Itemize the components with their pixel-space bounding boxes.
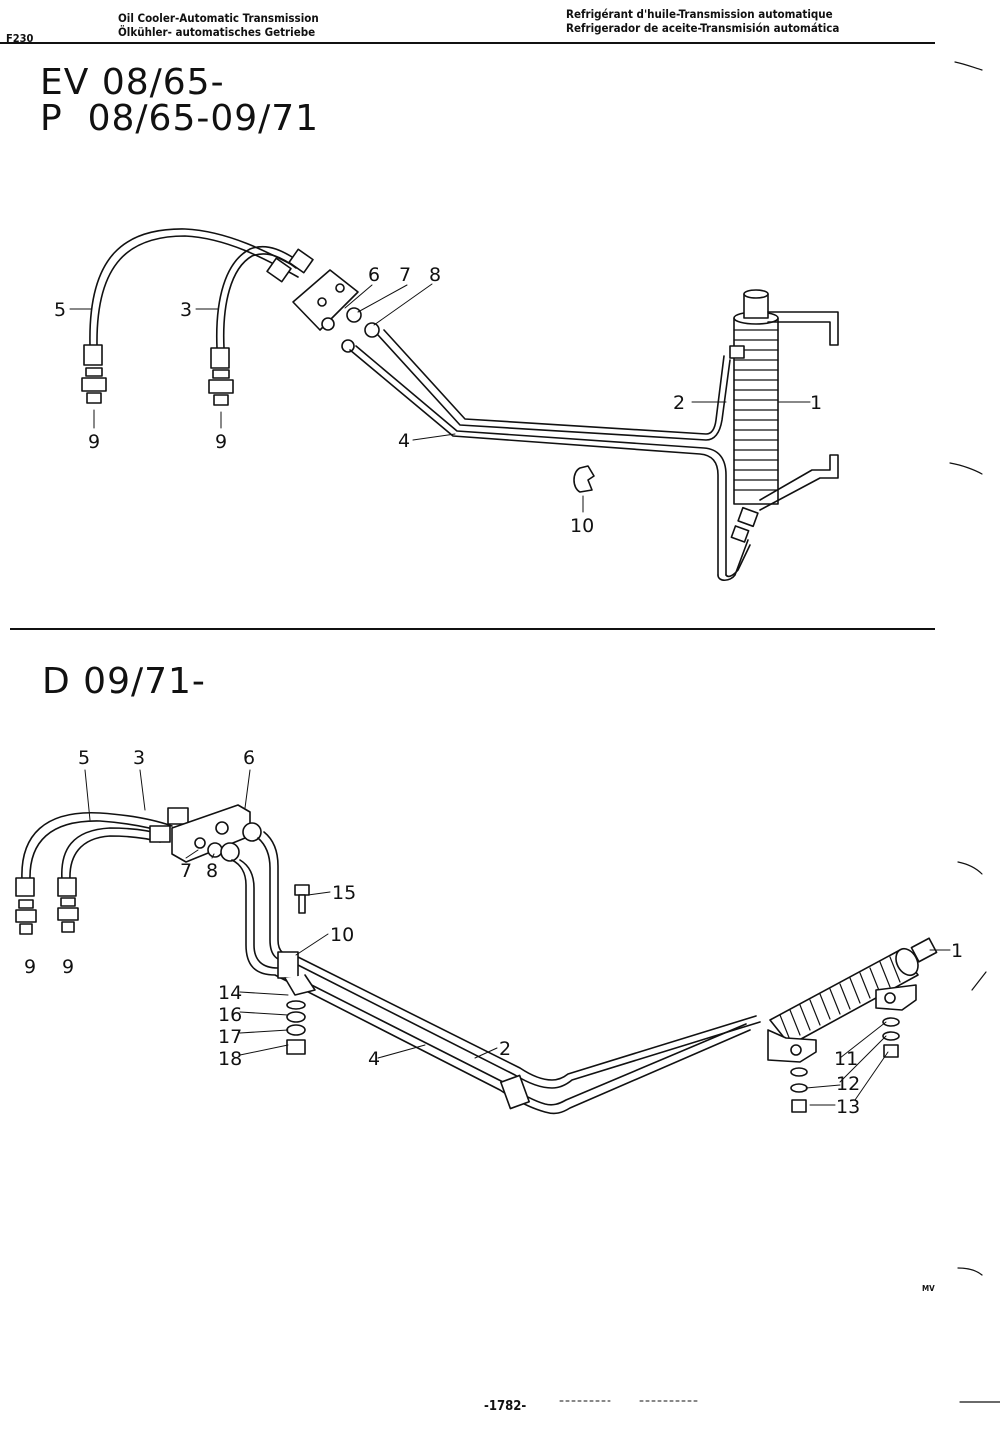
callout-5-top: 5 [54,299,66,321]
pipe-4-top-inner [355,345,727,576]
callout-9b-top: 9 [215,431,227,453]
callout-1-top: 1 [810,392,822,414]
callout-8-top: 8 [429,264,441,286]
callout-9a-top: 9 [88,431,100,453]
section2-heading: D 09/71- [42,661,206,702]
callout-7-top: 7 [399,264,411,286]
sheet-code: F230 [6,32,34,45]
callout-3-top: 3 [180,299,192,321]
pipe-4-bottom [231,859,751,1115]
callout-4-bottom: 4 [368,1048,380,1070]
washer-stack-right [790,1017,900,1113]
hose-3-top [215,245,301,349]
leader-lines-top [69,283,811,513]
callout-15-bottom: 15 [332,882,356,904]
author-initials: MV [922,1284,935,1293]
callout-12-bottom: 12 [836,1073,860,1095]
callout-1-bottom: 1 [951,940,963,962]
hose-5-top-inner [96,235,299,346]
callout-18-bottom: 18 [218,1048,242,1070]
hose-nut-bracket-a [266,257,292,283]
callout-2-top: 2 [673,392,685,414]
bottom-assembly [15,61,1000,1403]
header-rule [0,42,935,44]
callout-2-bottom: 2 [499,1038,511,1060]
nut-7-top [346,307,362,323]
title-german: Ölkühler- automatisches Getriebe [118,25,316,39]
top-callout-labels: 5 3 6 7 8 2 1 4 9 9 10 [54,264,822,537]
callout-3-bottom: 3 [133,747,145,769]
title-spanish: Refrigerador de aceite-Transmisión autom… [566,21,840,35]
page-number: -1782- [484,1399,527,1414]
hose-5-top [89,228,303,346]
pipe-4-top [349,349,719,576]
section-divider [10,628,935,630]
washer-stack-left [286,1000,306,1055]
callout-4-top: 4 [398,430,410,452]
top-assembly [69,228,839,582]
mount-arm-lower [759,454,839,511]
callout-16-bottom: 16 [218,1004,242,1026]
hose-nut-bracket-b [288,248,314,274]
bottom-callout-labels: 5 3 6 7 8 15 10 1 9 9 14 16 17 18 4 2 11… [24,747,963,1118]
callout-10-top: 10 [570,515,594,537]
bolt-15 [294,884,310,914]
callout-17-bottom: 17 [218,1026,242,1048]
section1-heading-line1: EV 08/65- [40,62,225,103]
callout-14-bottom: 14 [218,982,242,1004]
callout-9a-bottom: 9 [24,956,36,978]
callout-9b-bottom: 9 [62,956,74,978]
callout-6-bottom: 6 [243,747,255,769]
callout-13-bottom: 13 [836,1096,860,1118]
fitting-9-right [208,369,234,406]
title-english: Oil Cooler-Automatic Transmission [118,11,319,25]
callout-10-bottom: 10 [330,924,354,946]
callout-11-bottom: 11 [834,1048,858,1070]
nut-8-top [364,322,380,338]
hose-5-bottom [21,812,173,881]
hose-3-top-inner [222,253,297,349]
clip-10-top [573,465,595,493]
fitting-9-left-bottom [15,899,37,935]
clamp-mid [500,1074,530,1110]
hose-3-bottom [61,827,166,881]
callout-8-bottom: 8 [206,860,218,882]
title-right: Refrigérant d'huile-Transmission automat… [566,7,839,35]
leader-lines-bottom [84,769,951,1106]
callout-6-top: 6 [368,264,380,286]
mount-arm-upper [767,311,839,346]
pipe-2-top [377,334,731,441]
fitting-9-left [81,367,107,404]
title-left: Oil Cooler-Automatic Transmission Ölkühl… [118,11,319,39]
section1-heading-line2: P 08/65-09/71 [40,98,320,139]
clamp-10-bottom [277,951,299,979]
hose-5-nut [83,344,103,366]
callout-5-bottom: 5 [78,747,90,769]
oil-cooler-top [733,289,779,505]
pipe-2-bottom [257,837,761,1089]
hose-3-nut [210,347,230,369]
callout-7-bottom: 7 [180,860,192,882]
title-french: Refrigérant d'huile-Transmission automat… [566,7,833,21]
pipe-2-top-inner [383,329,725,435]
cooler-bracket-right [875,984,917,1011]
pipe-lower-loop [717,539,749,582]
fitting-9-right-bottom [57,897,79,933]
